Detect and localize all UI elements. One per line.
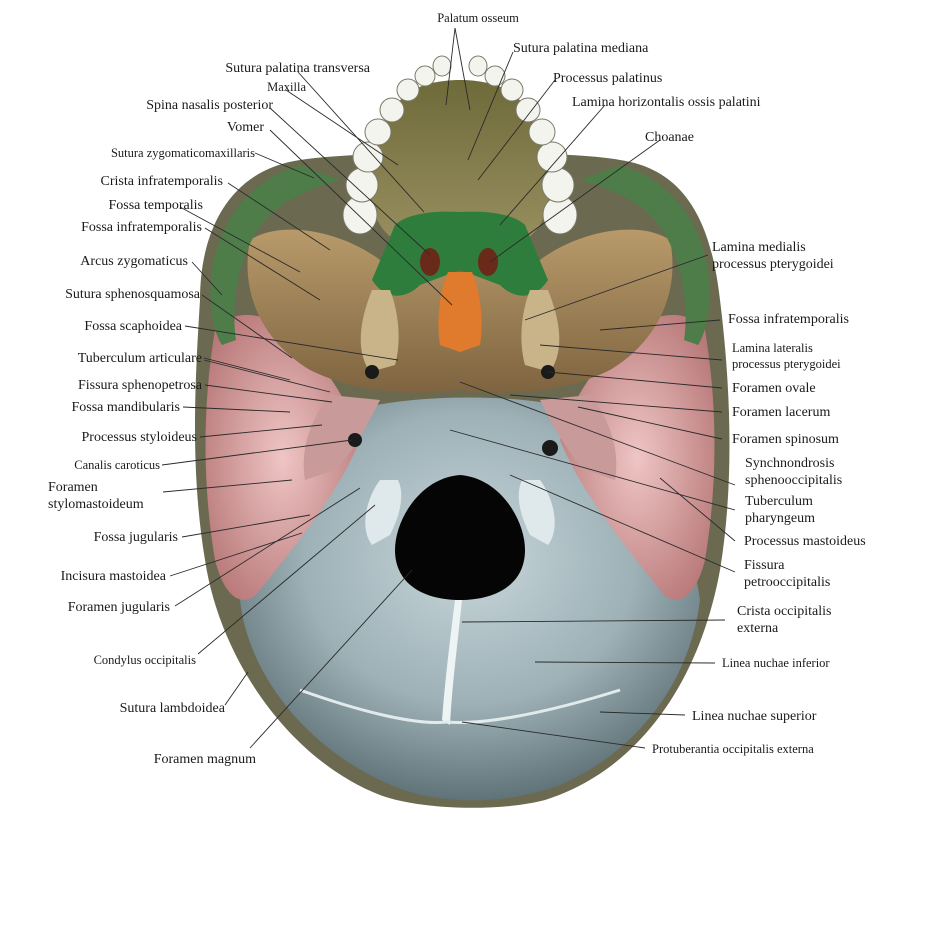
label-synchondrosis-1: Synchnondrosis [745, 456, 834, 471]
label-fissura-petrooccipitalis-2: petrooccipitalis [744, 575, 830, 590]
label-vomer: Vomer [227, 120, 264, 135]
foramen-ovale-left [365, 365, 379, 379]
label-foramen-magnum: Foramen magnum [154, 752, 256, 767]
foramen-magnum [395, 475, 525, 600]
nuchal-line [299, 688, 621, 724]
label-tuberculum-pharyngeum-2: pharyngeum [745, 511, 815, 526]
choana-right [478, 248, 498, 276]
petrous-right [540, 395, 617, 480]
label-processus-styloideus: Processus styloideus [82, 430, 198, 445]
label-processus-palatinus: Processus palatinus [553, 71, 662, 86]
label-arcus-zygomaticus: Arcus zygomaticus [80, 254, 188, 269]
label-sutura-lambdoidea: Sutura lambdoidea [120, 701, 226, 716]
label-foramen-spinosum: Foramen spinosum [732, 432, 839, 447]
label-lamina-medialis-2: processus pterygoidei [712, 257, 834, 272]
label-fossa-mandibularis: Fossa mandibularis [72, 400, 181, 415]
label-fossa-infratemporalis-right: Fossa infratemporalis [728, 312, 849, 327]
label-sutura-sphenosquamosa: Sutura sphenosquamosa [65, 287, 201, 302]
label-crista-infratemporalis: Crista infratemporalis [101, 174, 223, 189]
zygomatic-arch-right [580, 165, 710, 345]
label-sutura-palatina-mediana: Sutura palatina mediana [513, 41, 649, 56]
label-choanae: Choanae [645, 130, 694, 145]
label-processus-mastoideus: Processus mastoideus [744, 534, 866, 549]
label-linea-nuchae-inferior: Linea nuchae inferior [722, 656, 830, 670]
leader-lines [161, 27, 736, 749]
label-foramen-jugularis: Foramen jugularis [68, 600, 170, 615]
label-foramen-stylomastoideum-1: Foramen [48, 480, 98, 495]
label-palatum-osseum: Palatum osseum [437, 11, 519, 25]
occipital-crest [442, 600, 462, 725]
label-lamina-horizontalis: Lamina horizontalis ossis palatini [572, 95, 761, 110]
label-fissura-petrooccipitalis-1: Fissura [744, 558, 785, 573]
label-canalis-caroticus: Canalis caroticus [74, 458, 160, 472]
label-tuberculum-pharyngeum-1: Tuberculum [745, 494, 813, 509]
label-maxilla: Maxilla [267, 80, 306, 94]
label-sutura-palatina-transversa: Sutura palatina transversa [225, 61, 370, 76]
label-tuberculum-articulare: Tuberculum articulare [78, 351, 202, 366]
vomer [438, 272, 482, 352]
label-foramen-lacerum: Foramen lacerum [732, 405, 830, 420]
condyle-right [518, 480, 555, 545]
carotid-canal-right [542, 440, 558, 456]
label-lamina-lateralis-2: processus pterygoidei [732, 357, 841, 371]
temporal-bone-right [560, 315, 715, 600]
palatine-bone [372, 211, 548, 296]
carotid-canal-left [348, 433, 362, 447]
label-spina-nasalis-posterior: Spina nasalis posterior [146, 98, 273, 113]
label-sutura-zygomaticomaxillaris: Sutura zygomaticomaxillaris [111, 146, 255, 160]
label-lamina-medialis-1: Lamina medialis [712, 240, 806, 255]
label-fossa-jugularis: Fossa jugularis [94, 530, 178, 545]
label-condylus-occipitalis: Condylus occipitalis [94, 653, 197, 667]
condyle-left [365, 480, 402, 545]
choana-left [420, 248, 440, 276]
label-foramen-stylomastoideum-2: stylomastoideum [48, 497, 144, 512]
temporal-bone-left [205, 315, 360, 600]
label-fissura-sphenopetrosa: Fissura sphenopetrosa [78, 378, 203, 393]
pterygoid-left [360, 290, 399, 372]
label-fossa-temporalis: Fossa temporalis [109, 198, 204, 213]
label-synchondrosis-2: sphenooccipitalis [745, 473, 842, 488]
label-crista-occipitalis-1: Crista occipitalis [737, 604, 831, 619]
label-protuberantia: Protuberantia occipitalis externa [652, 742, 814, 756]
label-foramen-ovale: Foramen ovale [732, 381, 816, 396]
label-lamina-lateralis-1: Lamina lateralis [732, 341, 813, 355]
maxilla [371, 80, 549, 250]
pterygoid-right [521, 290, 560, 372]
label-fossa-infratemporalis-left: Fossa infratemporalis [81, 220, 202, 235]
label-fossa-scaphoidea: Fossa scaphoidea [84, 319, 182, 334]
teeth-arch [342, 55, 578, 235]
zygomatic-arch-left [210, 165, 340, 345]
petrous-left [303, 395, 380, 480]
label-crista-occipitalis-2: externa [737, 621, 779, 636]
label-incisura-mastoidea: Incisura mastoidea [61, 569, 167, 584]
label-linea-nuchae-superior: Linea nuchae superior [692, 709, 817, 724]
